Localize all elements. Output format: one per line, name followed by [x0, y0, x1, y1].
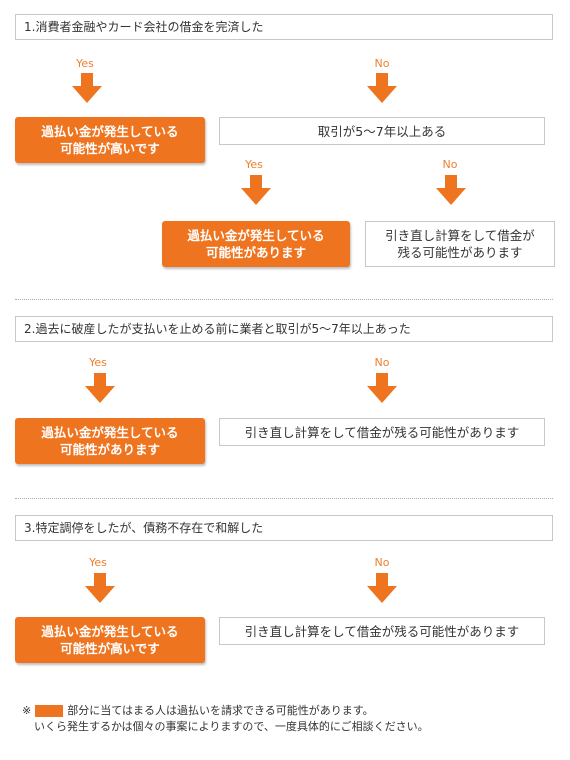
down-arrow-icon: [72, 73, 102, 103]
result-yes-1: 過払い金が発生している可能性が高いです: [15, 117, 205, 163]
result-line: 引き直し計算をして借金が: [385, 228, 535, 243]
no-label-1: No: [374, 57, 390, 70]
result-no-3: 引き直し計算をして借金が残る可能性があります: [219, 617, 545, 645]
result-line: 可能性があります: [205, 245, 306, 260]
down-arrow-icon: [85, 373, 115, 403]
no-label-1b: No: [442, 158, 458, 171]
down-arrow-icon: [367, 573, 397, 603]
down-arrow-icon: [436, 175, 466, 205]
down-arrow-icon: [367, 373, 397, 403]
result-line: 過払い金が発生している: [41, 124, 179, 139]
result-sub-yes-1: 過払い金が発生している可能性があります: [162, 221, 350, 267]
down-arrow-icon: [85, 573, 115, 603]
result-yes-3: 過払い金が発生している可能性が高いです: [15, 617, 205, 663]
result-line: 残る可能性があります: [397, 245, 523, 260]
result-yes-2: 過払い金が発生している可能性があります: [15, 418, 205, 464]
divider: [15, 299, 553, 300]
footnote-line-2: いくら発生するかは個々の事案によりますので、一度具体的にご相談ください。: [34, 720, 429, 733]
note-text-1: 部分に当てはまる人は過払いを請求できる可能性があります。: [67, 704, 374, 717]
no-label-3: No: [374, 556, 390, 569]
question-2: 2.過去に破産したが支払いを止める前に業者と取引が5～7年以上あった: [15, 316, 553, 342]
result-sub-no-1: 引き直し計算をして借金が残る可能性があります: [365, 221, 555, 267]
divider: [15, 498, 553, 499]
result-line: 可能性が高いです: [60, 641, 160, 656]
yes-label-1b: Yes: [245, 158, 263, 171]
question-3: 3.特定調停をしたが、債務不存在で和解した: [15, 515, 553, 541]
result-line: 可能性があります: [59, 442, 160, 457]
result-line: 過払い金が発生している: [41, 624, 179, 639]
yes-label-1: Yes: [76, 57, 94, 70]
no-label-2: No: [374, 356, 390, 369]
note-mark: ※: [22, 704, 32, 717]
result-line: 過払い金が発生している: [41, 425, 179, 440]
yes-label-3: Yes: [89, 556, 107, 569]
sub-question-1: 取引が5～7年以上ある: [219, 117, 545, 145]
yes-label-2: Yes: [89, 356, 107, 369]
footnote: ※ 部分に当てはまる人は過払いを請求できる可能性があります。 いくら発生するかは個…: [22, 703, 429, 735]
orange-swatch: [35, 705, 64, 717]
result-line: 可能性が高いです: [60, 141, 160, 156]
question-1: 1.消費者金融やカード会社の借金を完済した: [15, 14, 553, 40]
result-line: 過払い金が発生している: [187, 228, 325, 243]
down-arrow-icon: [241, 175, 271, 205]
footnote-line-1: ※ 部分に当てはまる人は過払いを請求できる可能性があります。: [22, 703, 429, 719]
result-no-2: 引き直し計算をして借金が残る可能性があります: [219, 418, 545, 446]
down-arrow-icon: [367, 73, 397, 103]
